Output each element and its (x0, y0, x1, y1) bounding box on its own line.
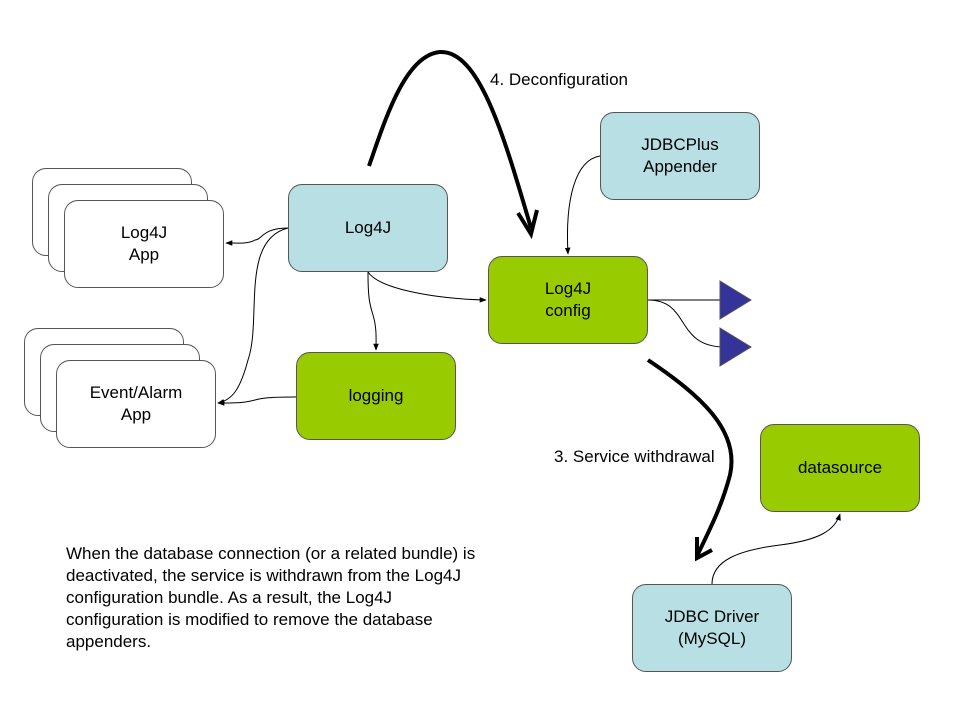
jdbc-driver-label: JDBC Driver (MySQL) (664, 607, 760, 648)
arrow-jdbcplus-to-log4j-config (564, 155, 601, 255)
arrow-log4j-to-log4j-app (225, 227, 289, 246)
event-alarm-app-box[interactable]: Event/Alarm App (56, 360, 216, 448)
jdbcplus-appender-label: JDBCPlus Appender (641, 135, 719, 176)
appender-triangle-1 (719, 280, 752, 320)
datasource-bundle[interactable]: datasource (760, 424, 920, 512)
logging-bundle[interactable]: logging (296, 352, 456, 440)
explanation-note: When the database connection (or a relat… (66, 544, 476, 651)
step4-arrowhead (516, 209, 539, 240)
arrow-log4j-to-log4j-config (367, 271, 487, 303)
log4j-label: Log4J (344, 218, 392, 237)
step4-label: 4. Deconfiguration (490, 70, 628, 89)
line-config-to-appender-2 (647, 299, 723, 348)
event-alarm-app-label: Event/Alarm App (89, 383, 183, 424)
arrow-logging-to-event-alarm-app (217, 396, 297, 406)
step3-label: 3. Service withdrawal (554, 447, 715, 466)
log4j-config-bundle[interactable]: Log4J config (488, 256, 648, 344)
arrow-log4j-to-logging (367, 271, 379, 351)
arrow-jdbc-driver-to-datasource (711, 513, 841, 585)
jdbc-driver-bundle[interactable]: JDBC Driver (MySQL) (632, 584, 792, 672)
log4j-app-box[interactable]: Log4J App (64, 200, 224, 288)
logging-label: logging (348, 386, 404, 405)
log4j-config-label: Log4J config (544, 279, 592, 320)
log4j-app-label: Log4J App (120, 223, 168, 264)
arrow-log4j-to-event-alarm-app (217, 227, 289, 405)
datasource-label: datasource (797, 458, 883, 477)
appender-triangle-2 (719, 327, 752, 367)
step3-service-withdrawal-arrow (646, 358, 734, 557)
step3-arrowhead (695, 537, 713, 562)
step4-deconfiguration-arrow (367, 49, 533, 229)
jdbcplus-appender-bundle[interactable]: JDBCPlus Appender (600, 112, 760, 200)
log4j-bundle[interactable]: Log4J (288, 184, 448, 272)
